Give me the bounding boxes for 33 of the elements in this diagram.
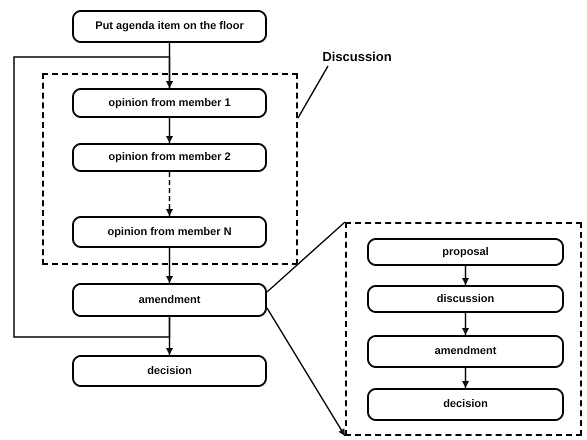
process-box	[367, 388, 564, 421]
process-box	[72, 355, 267, 387]
process-box	[367, 335, 564, 368]
process-box	[367, 238, 564, 266]
arrow	[266, 308, 346, 436]
box-label: decision	[147, 364, 192, 378]
box-label: Put agenda item on the floor	[95, 20, 244, 33]
box-label: proposal	[442, 246, 489, 258]
arrow	[166, 248, 173, 283]
dashed-group-box	[42, 73, 298, 265]
arrow	[166, 118, 173, 143]
process-box	[72, 10, 267, 43]
box-label: amendment	[138, 294, 200, 306]
leader-line	[297, 66, 329, 118]
connector-line	[266, 221, 346, 293]
box-label: opinion from member 2	[108, 151, 231, 164]
arrow	[462, 313, 469, 335]
group-label: Discussion	[322, 46, 392, 66]
process-box	[367, 285, 564, 313]
arrow	[166, 172, 173, 216]
box-label: decision	[443, 398, 488, 411]
dashed-group-box	[345, 222, 582, 436]
box-label: opinion from member 1	[108, 96, 231, 110]
arrow	[462, 266, 469, 285]
arrow	[462, 368, 469, 388]
box-label: opinion from member N	[107, 226, 232, 238]
process-box	[72, 216, 267, 248]
process-box	[72, 283, 267, 317]
arrow	[13, 56, 173, 338]
box-label: discussion	[436, 292, 494, 306]
process-box	[72, 143, 267, 172]
process-box	[72, 88, 267, 118]
box-label: amendment	[434, 345, 496, 358]
